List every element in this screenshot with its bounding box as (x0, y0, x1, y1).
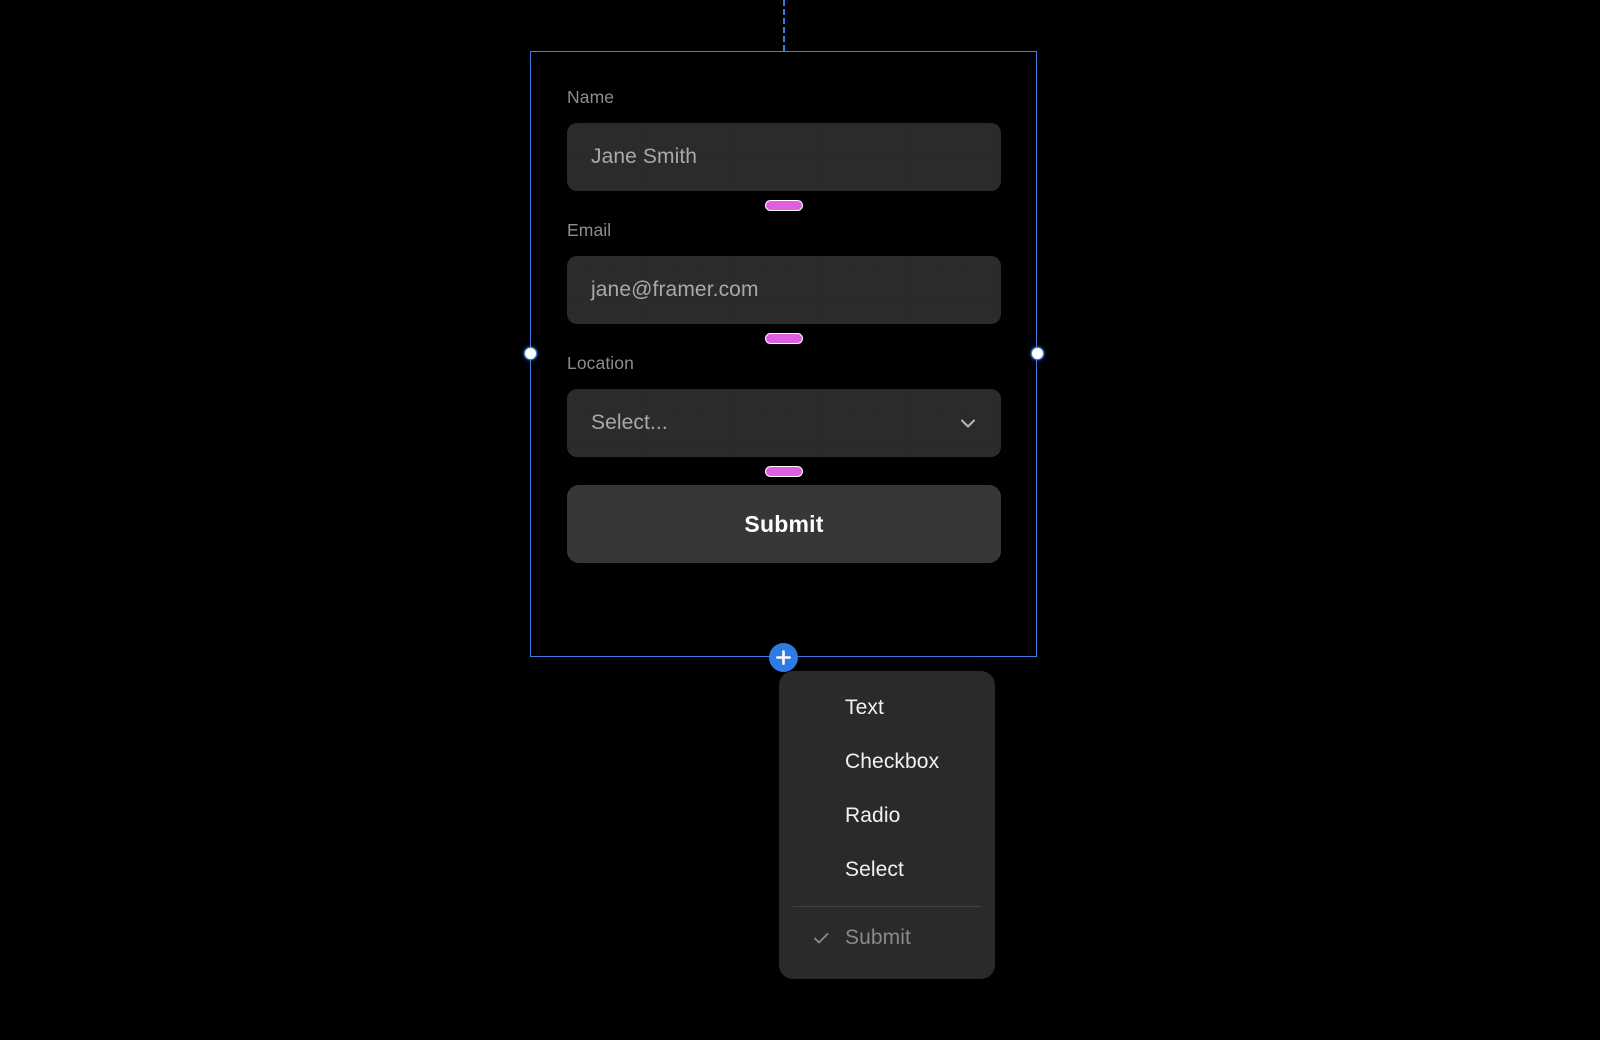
menu-item-submit: Submit (779, 911, 995, 965)
chevron-down-icon (957, 412, 979, 434)
plus-icon (776, 650, 791, 665)
checkmark-icon (811, 928, 831, 948)
add-field-button[interactable] (769, 643, 798, 672)
input-email[interactable]: jane@framer.com (567, 256, 1001, 324)
insertion-marker-3[interactable] (567, 457, 1001, 485)
menu-item-radio[interactable]: Radio (779, 789, 995, 843)
submit-button[interactable]: Submit (567, 485, 1001, 563)
select-location-value: Select... (591, 411, 668, 434)
menu-item-label: Submit (845, 926, 911, 949)
label-email: Email (567, 220, 612, 240)
menu-item-label: Select (845, 858, 904, 881)
label-location: Location (567, 353, 634, 373)
menu-divider (793, 906, 981, 907)
submit-button-label: Submit (744, 510, 824, 537)
field-group-name: Name Jane Smith (567, 86, 1001, 191)
menu-item-text[interactable]: Text (779, 681, 995, 735)
input-email-value: jane@framer.com (591, 278, 759, 301)
input-name-value: Jane Smith (591, 145, 698, 168)
menu-item-checkbox[interactable]: Checkbox (779, 735, 995, 789)
input-name[interactable]: Jane Smith (567, 123, 1001, 191)
insertion-marker-2[interactable] (567, 324, 1001, 352)
add-field-menu: Text Checkbox Radio Select Submit (779, 671, 995, 979)
select-location[interactable]: Select... (567, 389, 1001, 457)
field-group-location: Location Select... (567, 352, 1001, 457)
field-group-email: Email jane@framer.com (567, 219, 1001, 324)
form-container: Name Jane Smith Email jane@framer.com Lo… (567, 86, 1001, 563)
insertion-pill-icon (765, 199, 803, 211)
menu-item-select[interactable]: Select (779, 843, 995, 897)
insertion-pill-icon (765, 465, 803, 477)
vertical-alignment-guide (783, 0, 785, 51)
insertion-marker-1[interactable] (567, 191, 1001, 219)
left-resize-handle[interactable] (524, 347, 537, 360)
menu-item-label: Radio (845, 804, 901, 827)
right-resize-handle[interactable] (1031, 347, 1044, 360)
insertion-pill-icon (765, 332, 803, 344)
label-name: Name (567, 87, 615, 107)
menu-item-label: Text (845, 696, 884, 719)
menu-item-label: Checkbox (845, 750, 940, 773)
